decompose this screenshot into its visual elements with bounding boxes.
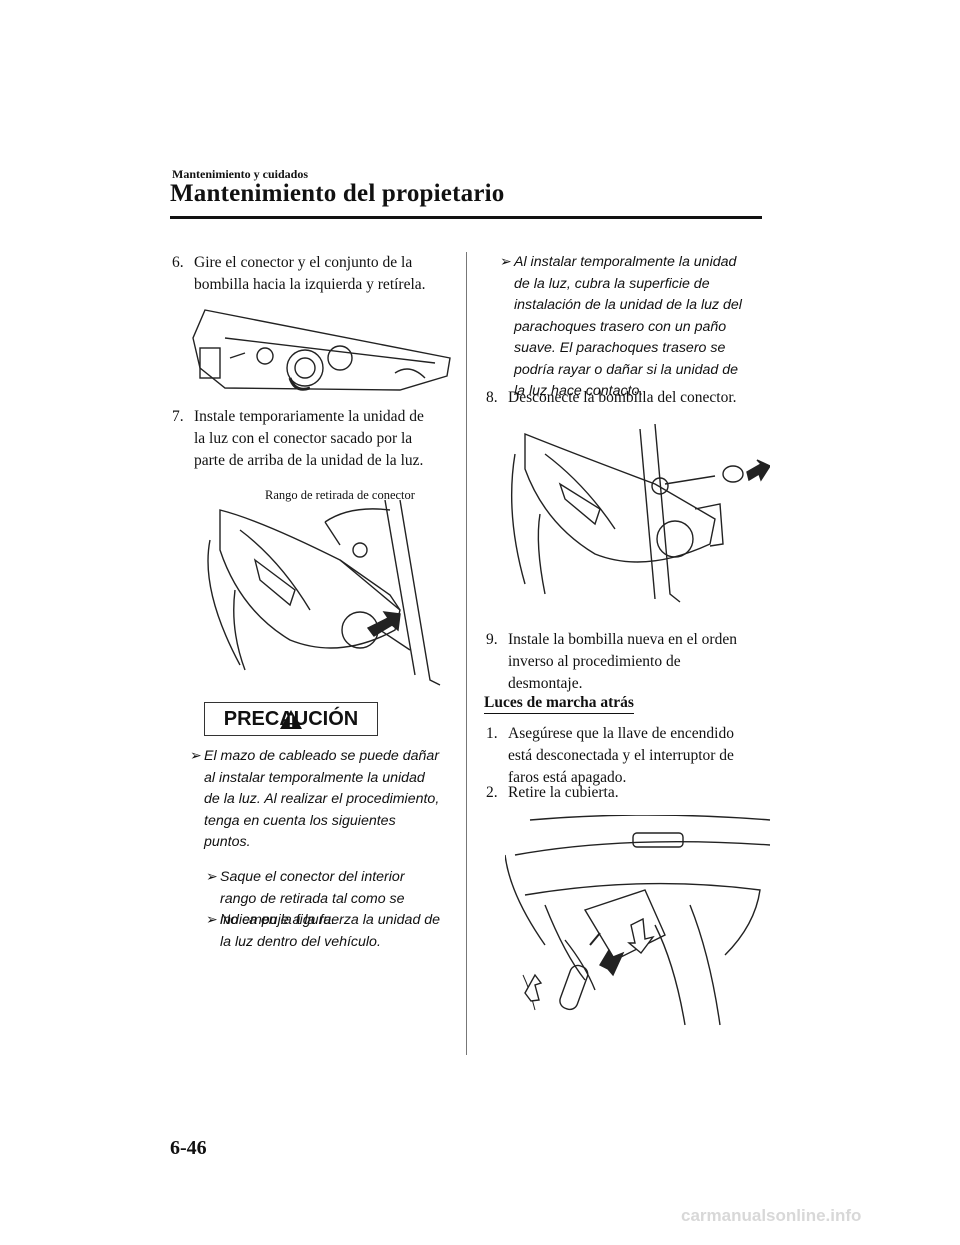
bullet-text-line: Saque el conector del interior bbox=[220, 869, 405, 885]
bullet-text-line: suave. El parachoques trasero se bbox=[514, 340, 726, 356]
figure-callout-label: Rango de retirada de conector bbox=[265, 488, 415, 502]
bullet-text-line: podría rayar o dañar si la unidad de bbox=[514, 361, 738, 378]
bullet-arrow-icon: ➢ bbox=[206, 869, 218, 885]
step-number: 2. bbox=[486, 784, 498, 801]
section-label: Mantenimiento y cuidados bbox=[172, 167, 309, 181]
bullet-text-line: Al instalar temporalmente la unidad bbox=[514, 254, 737, 270]
bullet-text-line: de la luz. Al realizar el procedimiento, bbox=[204, 791, 440, 807]
step-text-line: Instale la bombilla nueva en el orden bbox=[508, 631, 737, 648]
title-rule bbox=[170, 216, 762, 219]
step-text-line: Instale temporariamente la unidad de bbox=[194, 408, 424, 425]
bullet-arrow-icon: ➢ bbox=[190, 748, 202, 764]
bullet-text-line: No empuje a la fuerza la unidad de bbox=[220, 912, 441, 928]
step-text-line: Asegúrese que la llave de encendido bbox=[508, 725, 734, 742]
step-8: 8. Desconecte la bombilla del conector. bbox=[486, 387, 766, 409]
caution-sub-bullet: ➢ Saque el conector del interior rango d… bbox=[206, 867, 458, 933]
bullet-text-line: parachoques trasero con un paño bbox=[514, 318, 727, 335]
caution-bullet: ➢ El mazo de cableado se puede dañar al … bbox=[190, 746, 458, 856]
section-heading: Luces de marcha atrás bbox=[484, 694, 634, 714]
bullet-text-line: instalación de la unidad de la luz del bbox=[514, 297, 742, 313]
step-number: 9. bbox=[486, 631, 498, 648]
step-text-line: inverso al procedimiento de bbox=[508, 653, 681, 670]
tail-light-removal-figure bbox=[192, 309, 451, 391]
step-text-line: está desconectada y el interruptor de bbox=[508, 747, 734, 764]
step-text-line: faros está apagado. bbox=[508, 769, 627, 786]
step-text-line: Desconecte la bombilla del conector. bbox=[508, 389, 737, 406]
step-number: 7. bbox=[172, 408, 184, 425]
page-number: 6-46 bbox=[170, 1137, 207, 1159]
warning-icon bbox=[280, 709, 302, 729]
substep-2: 2. Retire la cubierta. bbox=[486, 782, 766, 804]
step-text-line: la luz con el conector sacado por la bbox=[194, 430, 413, 447]
step-text-line: bombilla hacia la izquierda y retírela. bbox=[194, 276, 426, 293]
watermark-footer: carmanualsonline.info bbox=[681, 1206, 862, 1225]
bullet-text-line: El mazo de cableado se puede dañar bbox=[204, 748, 440, 764]
step-text-line: parte de arriba de la unidad de la luz. bbox=[194, 452, 424, 469]
bullet-text-line: al instalar temporalmente la unidad bbox=[204, 769, 425, 786]
bullet-text-line: la luz dentro del vehículo. bbox=[220, 933, 381, 950]
cover-removal-figure bbox=[505, 815, 771, 1026]
page-title: Mantenimiento del propietario bbox=[170, 180, 505, 207]
bullet-text-line: de la luz, cubra la superficie de bbox=[514, 275, 710, 292]
bullet-text-line: puntos. bbox=[204, 834, 251, 850]
substep-1: 1. Asegúrese que la llave de encendido e… bbox=[486, 723, 766, 789]
bullet-arrow-icon: ➢ bbox=[206, 912, 218, 928]
step-text-line: Retire la cubierta. bbox=[508, 784, 619, 801]
step-9: 9. Instale la bombilla nueva en el orden… bbox=[486, 629, 766, 695]
step-text-line: Gire el conector y el conjunto de la bbox=[194, 254, 413, 271]
bullet-text-line: indica en la figura. bbox=[220, 912, 336, 928]
step-7: 7. Instale temporariamente la unidad de … bbox=[172, 406, 462, 472]
column-divider bbox=[466, 252, 467, 1055]
caution-sub-bullet: ➢ No empuje a la fuerza la unidad de la … bbox=[206, 910, 458, 954]
bullet-arrow-icon: ➢ bbox=[500, 254, 512, 270]
step-6: 6. Gire el conector y el conjunto de la … bbox=[172, 252, 462, 296]
temporary-install-figure bbox=[207, 500, 441, 686]
bullet-text-line: rango de retirada tal como se bbox=[220, 890, 405, 907]
step-number: 8. bbox=[486, 389, 498, 406]
step-number: 1. bbox=[486, 725, 498, 742]
bullet-text-line: tenga en cuenta los siguientes bbox=[204, 812, 396, 829]
caution-bullet: ➢ Al instalar temporalmente la unidad de… bbox=[500, 252, 765, 404]
caution-box: PRECAUCIÓN bbox=[204, 702, 378, 736]
step-number: 6. bbox=[172, 254, 184, 271]
step-text-line: desmontaje. bbox=[508, 675, 583, 692]
bulb-disconnect-figure bbox=[510, 424, 770, 603]
bullet-text-line: la luz hace contacto. bbox=[514, 383, 644, 399]
